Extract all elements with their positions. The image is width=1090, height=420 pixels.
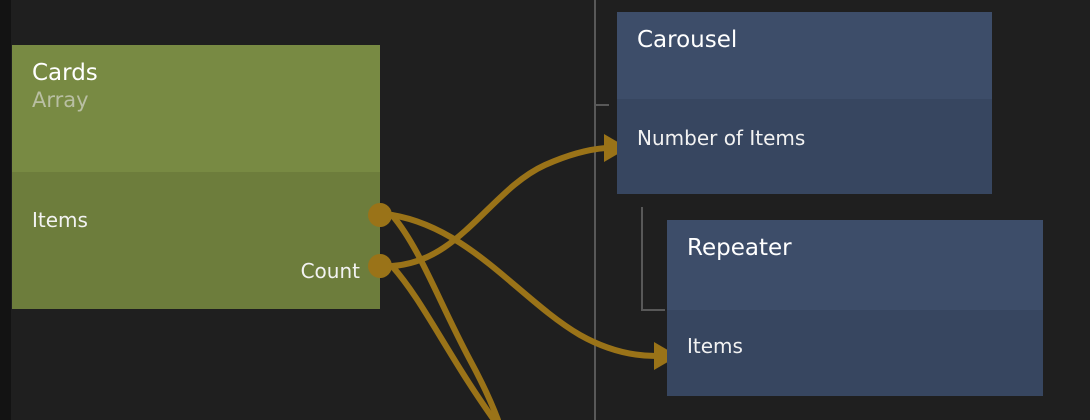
node-cards-title: Cards	[32, 60, 98, 86]
port-row-number-of-items[interactable]: Number of Items	[637, 126, 806, 150]
wire-items-to-offscreen	[389, 212, 501, 420]
wire-count-to-number-of-items	[389, 145, 609, 269]
left-panel-gutter	[0, 0, 11, 420]
node-cards-header: Cards Array	[12, 45, 380, 172]
port-row-items[interactable]: Items	[32, 208, 88, 232]
node-repeater-title: Repeater	[687, 235, 792, 261]
node-cards-body: Items Count	[12, 172, 380, 309]
port-row-repeater-items[interactable]: Items	[687, 334, 743, 358]
node-carousel-header: Carousel	[617, 12, 992, 99]
guide-tick-mark	[596, 104, 609, 106]
output-port-count-icon[interactable]	[368, 254, 392, 278]
port-row-count[interactable]: Count	[300, 259, 360, 283]
vertical-guide-line	[594, 0, 596, 420]
node-carousel-body: Number of Items	[617, 99, 992, 194]
node-carousel[interactable]: Carousel Number of Items	[617, 12, 992, 194]
node-carousel-title: Carousel	[637, 27, 738, 53]
node-repeater[interactable]: Repeater Items	[667, 220, 1043, 396]
node-cards-subtitle: Array	[32, 88, 89, 112]
node-repeater-header: Repeater	[667, 220, 1043, 310]
node-cards[interactable]: Cards Array Items Count	[12, 45, 380, 309]
wire-count-to-offscreen	[389, 263, 497, 420]
repeater-group-bracket	[641, 207, 665, 311]
output-port-items-icon[interactable]	[368, 203, 392, 227]
node-repeater-body: Items	[667, 310, 1043, 396]
wire-items-to-repeater-items	[389, 212, 659, 359]
